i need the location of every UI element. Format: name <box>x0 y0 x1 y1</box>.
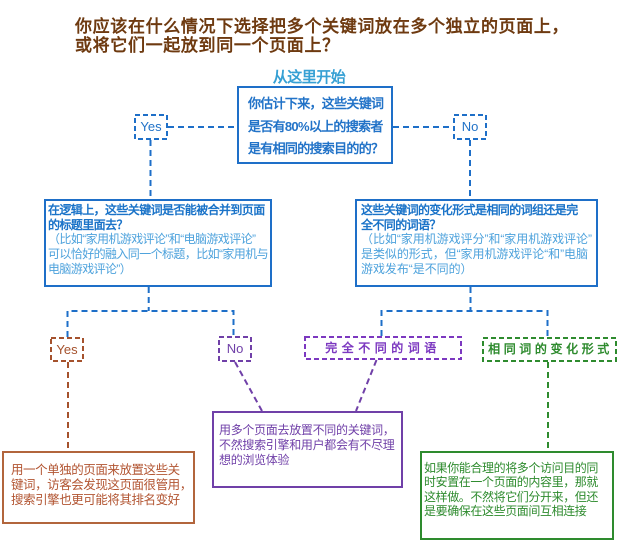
question-merge-box: 在逻辑上，这些关键词是否能被合并到页面 的标题里面去？ （比如“家用机游戏评论”… <box>44 199 272 287</box>
yes-bottom-tag: Yes <box>56 342 78 357</box>
connector-diffwords-diagonal <box>355 359 378 412</box>
page-title: 你应该在什么情况下选择把多个关键词放在多个独立的页面上， 或将它们一起放到同一个… <box>75 17 595 55</box>
outcome-combine-box: 如果你能合理的将多个访问目的同 时安置在一个页面的内容里，那就 这样做。不然将它… <box>420 451 614 540</box>
question-merge-text: 在逻辑上，这些关键词是否能被合并到页面 的标题里面去？ <box>48 203 265 232</box>
different-words-tag: 完全不同的词语 <box>325 341 441 355</box>
question-intent-box: 你估计下来，这些关键词 是否有80%以上的搜索者 是有相同的搜索目的的？ <box>237 86 393 164</box>
yes-top-tag: Yes <box>140 119 162 134</box>
question-variation-text: 这些关键词的变化形式是相同的词组还是完 全不同的词语？ <box>361 203 578 232</box>
question-variation-box: 这些关键词的变化形式是相同的词组还是完 全不同的词语？ （比如“家用机游戏评分”… <box>355 199 598 287</box>
connector-nobottom-diagonal <box>234 361 263 412</box>
start-here-label: 从这里开始 <box>231 70 387 85</box>
connector-left-elbow <box>66 287 235 337</box>
connector-right-elbow <box>380 287 549 337</box>
no-top-tag: No <box>461 119 479 134</box>
question-merge-example: （比如“家用机游戏评论”和“电脑游戏评论” 可以恰好的融入同一个标题，比如“家用… <box>48 232 269 276</box>
outcome-single-page-box: 用一个单独的页面来放置这些关 键词，访客会发现这页面很管用， 搜索引擎也更可能将… <box>2 451 195 524</box>
no-bottom-tag: No <box>226 341 244 356</box>
no-top-tag-border <box>453 114 487 140</box>
same-variation-tag: 相同词的变化形式 <box>488 342 613 356</box>
same-variation-tag-border <box>482 337 617 362</box>
yes-top-tag-border <box>134 114 168 140</box>
outcome-multi-page-box: 用多个页面去放置不同的关键词， 不然搜索引擎和用户都会有不尽理 想的浏览体验 <box>212 411 403 488</box>
no-bottom-tag-border <box>218 336 252 362</box>
yes-bottom-tag-border <box>50 337 84 362</box>
question-variation-example: （比如“家用机游戏评分”和“家用机游戏评论” 是类似的形式，但“家用机游戏评论“… <box>361 232 592 276</box>
different-words-tag-border <box>304 336 462 360</box>
